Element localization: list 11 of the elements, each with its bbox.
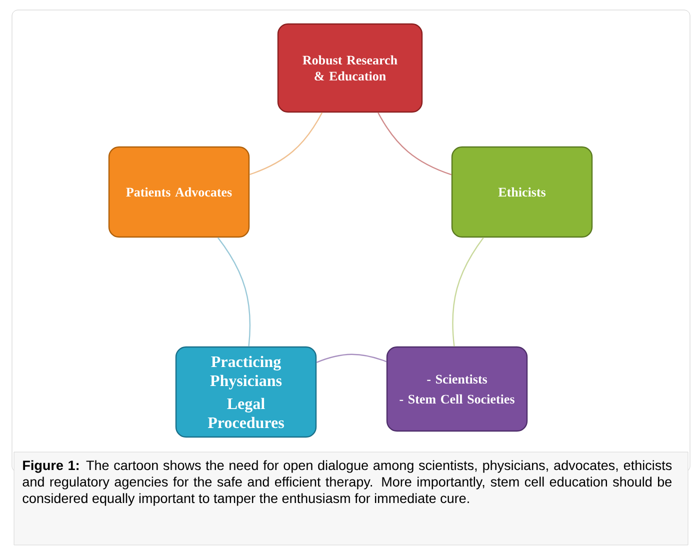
rounded-box: Robust Research & Education (277, 23, 423, 113)
caption: Figure 1: The cartoon shows the need for open dialogue among scientists, physicians, advocates, ethicists and regulatory agencies for the safe and efficient therapy. More importantly, stem cell education should be considered equally important to tamper the enthusiasm for immediate cure. (22, 460, 672, 506)
connector-arc (316, 354, 387, 363)
connector-arc (217, 237, 251, 346)
connector-arc (378, 112, 452, 176)
connector-arc (452, 237, 484, 346)
rounded-box: Patients Advocates (108, 146, 250, 238)
rounded-box: Ethicists (451, 146, 593, 238)
rounded-box: Practicing Physicians Legal Procedures (175, 346, 317, 438)
connector-arc (249, 112, 323, 176)
rounded-box: - Scientists - Stem Cell Societies (386, 346, 528, 432)
